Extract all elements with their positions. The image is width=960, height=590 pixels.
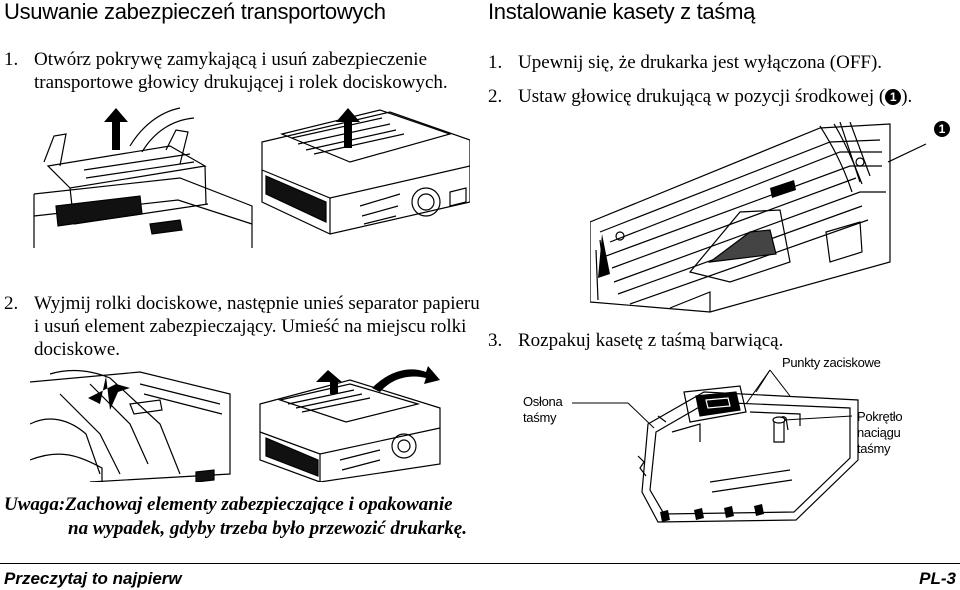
callout-marker: 1: [934, 121, 950, 137]
page-number: PL-3: [919, 569, 956, 588]
note-text: Zachowaj elementy zabezpieczające i opak…: [65, 494, 453, 515]
label-text: naciągu: [857, 425, 901, 440]
step-text: i usuń element zabezpieczający. Umieść n…: [34, 316, 467, 337]
step-text: dociskowe.: [34, 339, 121, 360]
left-step-1: 1. Otwórz pokrywę zamykającą i usuń zabez…: [4, 48, 474, 94]
label-ribbon-shield: Osłona taśmy: [523, 394, 563, 426]
label-text: Osłona: [523, 394, 563, 409]
step-text: Rozpakuj kasetę z taśmą barwiącą.: [518, 330, 784, 351]
position-marker: 1: [885, 89, 902, 105]
note-text: na wypadek, gdyby trzeba było przewozić …: [68, 518, 467, 539]
step-number: 1.: [488, 52, 503, 73]
left-heading: Usuwanie zabezpieczeń transportowych: [4, 0, 386, 24]
right-step-1: 1. Upewnij się, że drukarka jest wyłączon…: [488, 51, 958, 74]
step-text: ).: [901, 86, 913, 107]
note-prefix: Uwaga:: [4, 494, 66, 515]
right-step-3: 3. Rozpakuj kasetę z taśmą barwiącą.: [488, 329, 958, 352]
step-number: 1.: [4, 49, 19, 70]
step-text: Wyjmij rolki dociskowe, następnie unieś …: [34, 293, 480, 314]
label-text: Pokrętło: [857, 409, 903, 424]
right-heading: Instalowanie kasety z taśmą: [488, 0, 756, 24]
print-head-center-illustration: [590, 122, 960, 314]
step-text: Upewnij się, że drukarka jest wyłączona …: [518, 52, 883, 73]
step-text: transportowe głowicy drukującej i rolek …: [34, 72, 448, 93]
step-number: 2.: [4, 293, 19, 314]
right-step-2: 2. Ustaw głowicę drukującą w pozycji środ…: [488, 85, 958, 108]
transport-note: Uwaga:Zachowaj elementy zabezpieczające …: [4, 493, 467, 541]
step-text: Otwórz pokrywę zamykającą i usuń zabezpi…: [34, 49, 427, 70]
footer-rule: [0, 563, 960, 564]
callout-1: 1: [934, 121, 950, 139]
transport-restraint-illustration: [30, 106, 470, 248]
step-number: 3.: [488, 330, 503, 351]
label-contact-points: Punkty zaciskowe: [782, 355, 881, 370]
ribbon-cassette-illustration: [600, 372, 862, 532]
label-text: taśmy: [857, 441, 891, 456]
step-number: 2.: [488, 86, 503, 107]
platen-rollers-illustration: [30, 366, 470, 482]
step-text: Ustaw głowicę drukującą w pozycji środko…: [518, 86, 886, 107]
left-step-2: 2. Wyjmij rolki dociskowe, następnie unie…: [4, 292, 480, 361]
label-ribbon-knob: Pokrętło naciągu taśmy: [857, 409, 903, 457]
label-text: taśmy: [523, 410, 557, 425]
footer-title: Przeczytaj to najpierw: [4, 569, 182, 588]
